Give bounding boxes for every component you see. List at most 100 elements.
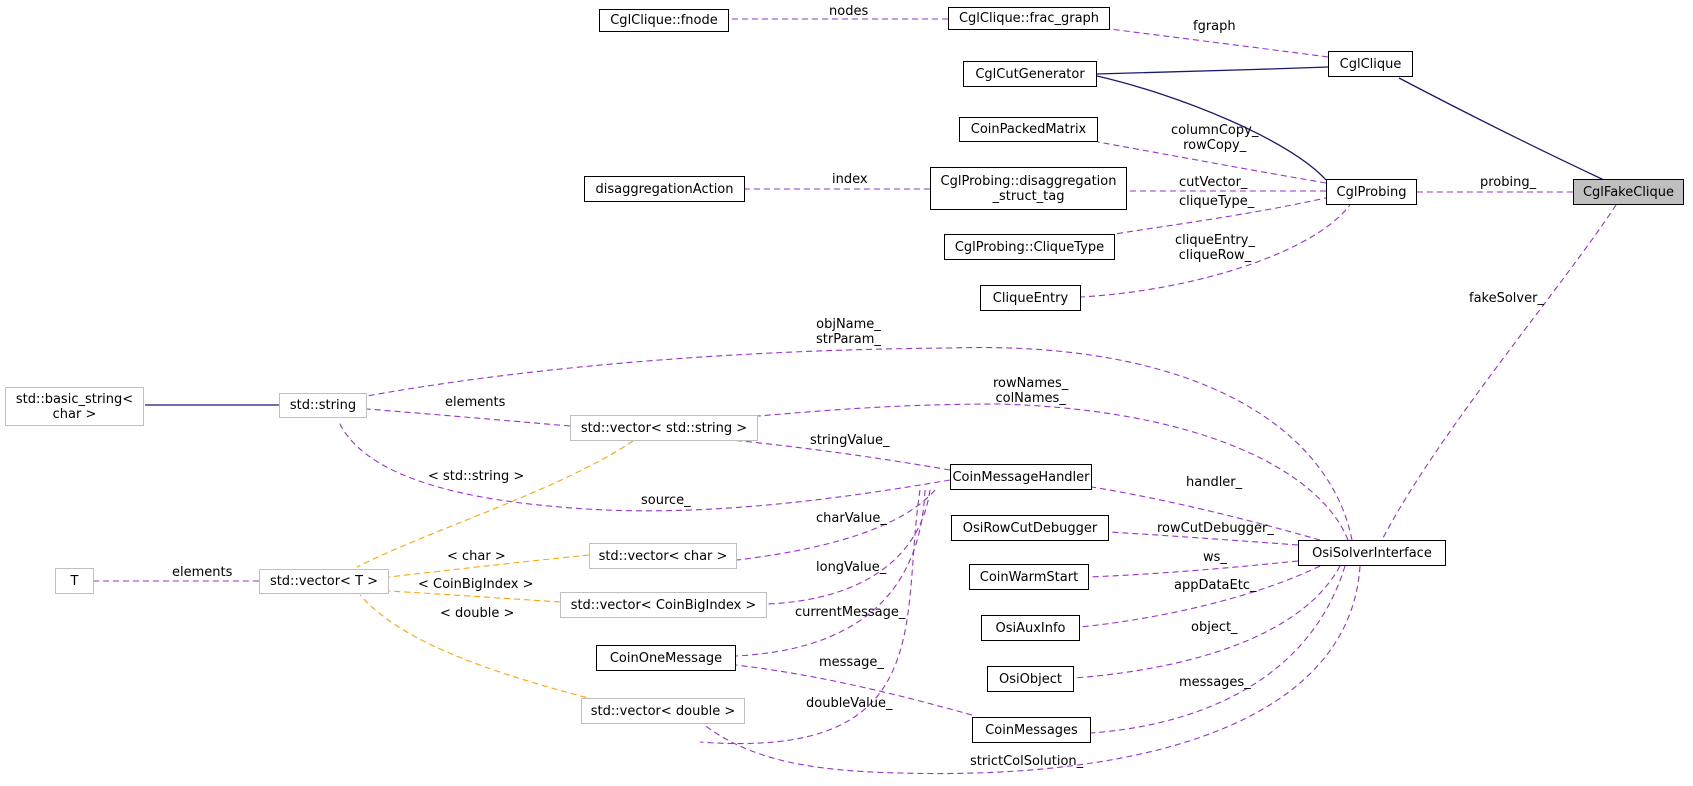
edge-label-elements-string: elements xyxy=(445,395,506,410)
edge-osi-objname xyxy=(366,346,1353,541)
edge-label-appdataetc: appDataEtc_ xyxy=(1174,578,1257,593)
edge-label-fakesolver: fakeSolver_ xyxy=(1469,291,1544,306)
edge-label-lt-double: < double > xyxy=(440,606,515,621)
edge-label-object: object_ xyxy=(1191,620,1238,635)
edge-label-index: index xyxy=(832,172,868,187)
node-cglprobing[interactable]: CglProbing xyxy=(1326,179,1417,205)
edge-cglclique-to-cglcutgenerator xyxy=(1096,66,1329,75)
node-label: std::vector< T > xyxy=(269,574,379,589)
edge-label-longvalue: longValue_ xyxy=(816,560,887,575)
node-label: OsiSolverInterface xyxy=(1312,545,1432,561)
edge-osi-messages xyxy=(1090,565,1346,734)
node-coinmessages[interactable]: CoinMessages xyxy=(972,717,1091,743)
template-edges xyxy=(356,440,634,701)
edge-cmh-source xyxy=(337,419,951,512)
edge-cglprobing-to-cglcutgenerator xyxy=(1096,75,1327,181)
node-cglfakeclique[interactable]: CglFakeClique xyxy=(1573,179,1684,205)
edge-label-elements-t: elements xyxy=(172,565,233,580)
node-label: std::vector< std::string > xyxy=(580,420,748,436)
edge-label-fgraph: fgraph xyxy=(1193,19,1236,34)
node-cglcutgenerator[interactable]: CglCutGenerator xyxy=(963,61,1097,87)
edge-label-cliqueentry-cliquerow: cliqueEntry_ cliqueRow_ xyxy=(1175,233,1255,263)
node-coinwarmstart[interactable]: CoinWarmStart xyxy=(969,564,1089,590)
node-cglprobing-cliquetype[interactable]: CglProbing::CliqueType xyxy=(944,234,1115,260)
edge-osi-strictcolsolution xyxy=(702,565,1361,775)
node-label: CglCutGenerator xyxy=(975,66,1085,82)
edge-osi-object xyxy=(1073,565,1341,679)
node-label: std::vector< double > xyxy=(590,703,736,719)
node-cglclique-fnode[interactable]: CglClique::fnode xyxy=(599,9,729,32)
node-disaggregationaction[interactable]: disaggregationAction xyxy=(584,176,745,202)
node-std-vector-coinbigindex[interactable]: std::vector< CoinBigIndex > xyxy=(560,592,767,618)
node-label: CoinMessageHandler xyxy=(952,469,1090,485)
edge-label-lt-char: < char > xyxy=(447,549,506,564)
edge-cmh-currentmessage xyxy=(735,489,926,657)
node-label: std::vector< char > xyxy=(598,548,728,564)
node-label: CglClique xyxy=(1339,56,1402,72)
edge-label-charvalue: charValue_ xyxy=(816,511,887,526)
edge-vectorstring-elements xyxy=(366,408,571,427)
node-label: CoinPackedMatrix xyxy=(970,122,1087,137)
edge-label-message: message_ xyxy=(819,655,884,670)
edge-cglprobing-columncopy xyxy=(1097,141,1327,184)
edge-cglfakeclique-fakesolver xyxy=(1382,204,1617,539)
node-cglclique[interactable]: CglClique xyxy=(1328,51,1413,77)
node-label: CoinWarmStart xyxy=(979,569,1079,585)
node-std-vector-double[interactable]: std::vector< double > xyxy=(581,698,745,724)
node-label: CglProbing xyxy=(1336,184,1407,200)
edge-label-rownames-colnames: rowNames_ colNames_ xyxy=(993,376,1069,406)
node-cglclique-fracgraph[interactable]: CglClique::frac_graph xyxy=(948,7,1110,30)
edge-label-lt-stdstring: < std::string > xyxy=(428,469,525,484)
node-coinpackedmatrix[interactable]: CoinPackedMatrix xyxy=(959,117,1098,142)
node-label: disaggregationAction xyxy=(595,181,734,197)
node-std-vector-string[interactable]: std::vector< std::string > xyxy=(570,415,758,441)
node-cglprobing-disaggregation[interactable]: CglProbing::disaggregation _struct_tag xyxy=(930,167,1127,210)
node-std-vector-t[interactable]: std::vector< T > xyxy=(259,569,389,594)
edge-label-nodes: nodes xyxy=(829,4,869,19)
edge-label-ws: ws_ xyxy=(1203,550,1227,565)
node-label: CliqueEntry xyxy=(992,290,1069,306)
node-label: OsiObject xyxy=(999,671,1062,687)
node-label: CglClique::fnode xyxy=(610,13,718,28)
edge-label-strictcolsolution: strictColSolution_ xyxy=(970,754,1084,769)
edge-osi-handler xyxy=(1091,486,1321,541)
edge-osi-rownames xyxy=(757,403,1349,541)
edge-cmh-longvalue xyxy=(766,489,931,605)
node-coinmessagehandler[interactable]: CoinMessageHandler xyxy=(950,464,1092,490)
edge-label-objname-strparam: objName_ strParam_ xyxy=(816,317,881,347)
node-label: CglFakeClique xyxy=(1582,184,1675,200)
edge-osi-appdataetc xyxy=(1079,565,1321,628)
node-label: T xyxy=(70,573,79,589)
edge-label-handler: handler_ xyxy=(1186,475,1243,490)
edge-cglprobing-cliqueentry xyxy=(1080,201,1353,298)
node-osiobject[interactable]: OsiObject xyxy=(987,666,1074,692)
edge-label-cliquetype: cliqueType_ xyxy=(1179,194,1255,209)
node-label: std::vector< CoinBigIndex > xyxy=(570,597,757,613)
edge-cmh-doublevalue xyxy=(699,489,921,745)
node-label: std::string xyxy=(289,398,357,413)
node-coinonemessage[interactable]: CoinOneMessage xyxy=(596,645,736,671)
node-t[interactable]: T xyxy=(55,568,94,594)
edge-cglfakeclique-to-cglclique xyxy=(1398,77,1605,181)
node-label: CglProbing::disaggregation _struct_tag xyxy=(940,173,1117,204)
node-std-basicstring[interactable]: std::basic_string< char > xyxy=(5,387,144,426)
edge-cmh-stringvalue xyxy=(731,439,951,471)
node-std-vector-char[interactable]: std::vector< char > xyxy=(589,543,737,569)
node-osisolverinterface[interactable]: OsiSolverInterface xyxy=(1298,540,1446,566)
edge-vectordouble-template xyxy=(359,594,597,701)
node-label: OsiAuxInfo xyxy=(995,620,1066,636)
node-cliqueentry[interactable]: CliqueEntry xyxy=(980,285,1081,311)
node-label: CoinOneMessage xyxy=(609,650,723,666)
inheritance-edges xyxy=(145,66,1605,406)
node-label: std::basic_string< char > xyxy=(15,391,134,422)
edge-label-source: source_ xyxy=(641,493,691,508)
node-osiauxinfo[interactable]: OsiAuxInfo xyxy=(981,615,1080,641)
edge-label-currentmessage: currentMessage_ xyxy=(795,605,906,620)
edge-cglclique-fgraph xyxy=(1109,28,1329,58)
edge-label-doublevalue: doubleValue_ xyxy=(806,696,893,711)
node-label: CoinMessages xyxy=(985,722,1078,738)
node-osirowcutdebugger[interactable]: OsiRowCutDebugger xyxy=(951,515,1109,541)
edge-label-stringvalue: stringValue_ xyxy=(810,433,890,448)
node-std-string[interactable]: std::string xyxy=(279,393,367,418)
